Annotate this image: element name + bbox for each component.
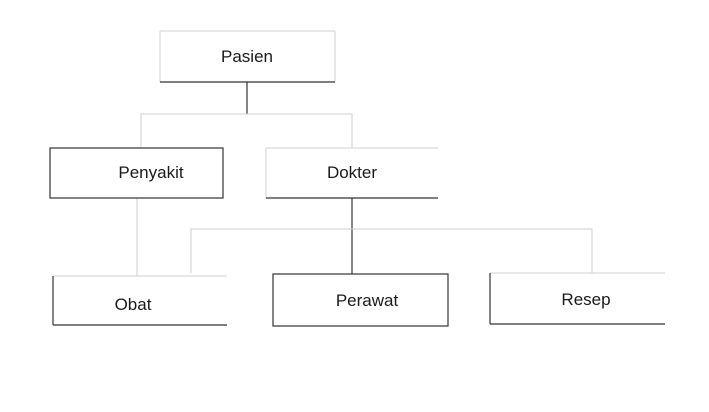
node-perawat: Perawat	[272, 273, 449, 327]
connectors	[136, 82, 593, 276]
node-dokter: Dokter	[265, 147, 438, 199]
node-label-dokter: Dokter	[327, 163, 377, 182]
connector-pasien-children	[140, 113, 353, 148]
node-pasien: Pasien	[159, 30, 336, 83]
connector-dokter-children	[190, 228, 593, 273]
node-obat: Obat	[52, 275, 227, 326]
node-label-perawat: Perawat	[336, 291, 399, 310]
node-label-penyakit: Penyakit	[118, 163, 183, 182]
node-label-pasien: Pasien	[221, 47, 273, 66]
node-penyakit: Penyakit	[49, 147, 224, 199]
node-resep: Resep	[489, 272, 665, 325]
node-label-obat: Obat	[115, 295, 152, 314]
node-label-resep: Resep	[561, 290, 610, 309]
